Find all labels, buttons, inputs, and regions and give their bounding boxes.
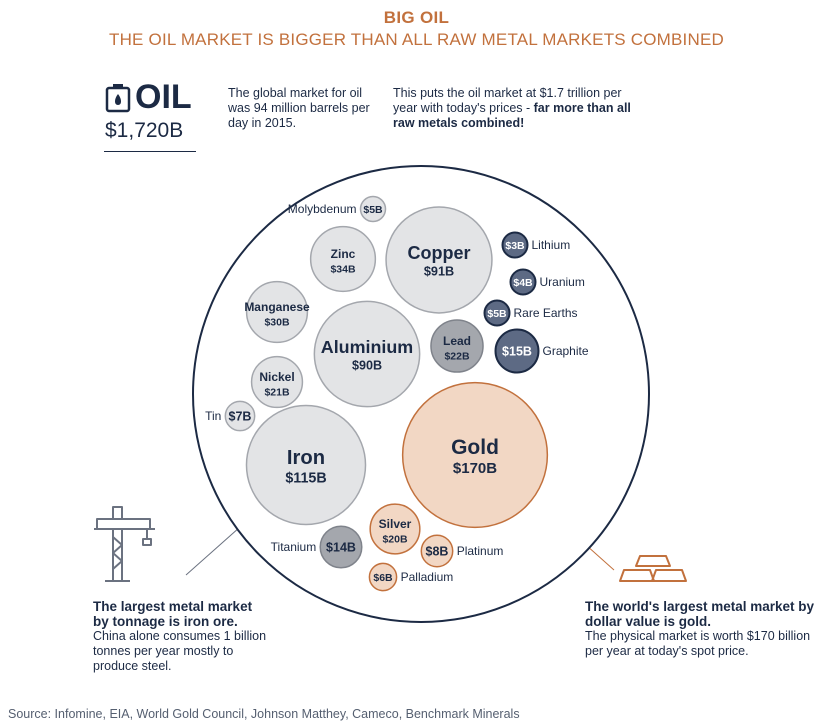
value-iron: $115B: [285, 470, 326, 486]
value-lithium: $3B: [505, 240, 525, 252]
gold-annotation: The world's largest metal market by doll…: [585, 599, 815, 659]
value-manganese: $30B: [264, 317, 290, 329]
value-tin: $7B: [229, 410, 252, 424]
crane-icon: [94, 506, 155, 582]
oil-value-text-plain: This puts the oil market at $1.7 trillio…: [393, 86, 622, 115]
bubble-platinum: [420, 534, 454, 568]
value-titanium: $14B: [326, 541, 356, 555]
label-copper: Copper: [408, 243, 471, 263]
value-nickel: $21B: [264, 387, 290, 399]
headline: THE OIL MARKET IS BIGGER THAN ALL RAW ME…: [109, 30, 724, 49]
label-graphite: Graphite: [542, 344, 588, 358]
label-lead: Lead: [443, 334, 471, 348]
label-iron: Iron: [287, 447, 325, 469]
bubble-copper: [385, 206, 493, 314]
bubble-zinc: [309, 225, 377, 293]
value-platinum: $8B: [426, 545, 449, 559]
value-copper: $91B: [424, 265, 454, 279]
oil-can-icon: [105, 84, 131, 113]
value-lead: $22B: [444, 351, 470, 363]
label-aluminium: Aluminium: [321, 337, 413, 357]
label-tin: Tin: [205, 409, 221, 423]
bubble-molybdenum: [359, 195, 387, 223]
value-uranium: $4B: [513, 277, 533, 289]
source-note: Source: Infomine, EIA, World Gold Counci…: [8, 707, 520, 721]
value-aluminium: $90B: [352, 359, 382, 373]
label-titanium: Titanium: [271, 540, 317, 554]
label-molybdenum: Molybdenum: [288, 202, 357, 216]
oil-value-text: This puts the oil market at $1.7 trillio…: [393, 86, 633, 131]
bubble-aluminium: [313, 300, 421, 408]
gold-annotation-title: The world's largest metal market by doll…: [585, 599, 815, 629]
label-lithium: Lithium: [532, 238, 571, 252]
value-rare-earths: $5B: [487, 308, 507, 320]
value-graphite: $15B: [502, 345, 532, 359]
value-gold: $170B: [453, 460, 497, 477]
bubble-lithium: [501, 231, 529, 259]
iron-annotation: The largest metal market by tonnage is i…: [93, 599, 268, 674]
bubble-rare-earths: [483, 299, 511, 327]
iron-annotation-body: China alone consumes 1 billion tonnes pe…: [93, 629, 267, 673]
value-palladium: $6B: [373, 572, 393, 584]
bubble-titanium: [319, 525, 363, 569]
label-uranium: Uranium: [540, 275, 585, 289]
value-molybdenum: $5B: [363, 204, 383, 216]
bubble-graphite: [494, 328, 540, 374]
gold-annotation-body: The physical market is worth $170 billio…: [585, 629, 811, 658]
oil-label: OIL: [135, 78, 192, 116]
label-silver: Silver: [379, 517, 412, 531]
oil-volume-text: The global market for oil was 94 million…: [228, 86, 370, 130]
bubble-uranium: [509, 268, 537, 296]
label-manganese: Manganese: [244, 300, 310, 314]
label-nickel: Nickel: [259, 370, 294, 384]
label-platinum: Platinum: [457, 544, 504, 558]
oil-value-text-bold: far more than all raw metals combined!: [393, 101, 631, 130]
value-zinc: $34B: [330, 264, 356, 276]
metal-bubbles: Iron$115B Copper $91B Aluminium $90B Zinc $34B…: [205, 195, 589, 592]
bubble-iron: [245, 404, 367, 526]
label-gold: Gold: [451, 436, 499, 459]
bubble-palladium: [368, 562, 398, 592]
bubble-nickel: [250, 355, 304, 409]
bubble-gold: [401, 381, 549, 529]
bubble-tin: [224, 400, 256, 432]
oil-value: $1,720B: [105, 119, 184, 142]
bubble-manganese: [245, 280, 309, 344]
oil-divider: [104, 151, 196, 152]
value-silver: $20B: [382, 534, 408, 546]
bubble-lead: [430, 319, 484, 373]
label-palladium: Palladium: [401, 570, 454, 584]
gold-bars-icon: [619, 555, 687, 582]
label-zinc: Zinc: [331, 247, 356, 261]
bubble-silver: [369, 503, 421, 555]
label-rare-earths: Rare Earths: [514, 306, 578, 320]
iron-annotation-title: The largest metal market by tonnage is i…: [93, 599, 253, 629]
kicker-title: BIG OIL: [383, 8, 450, 27]
